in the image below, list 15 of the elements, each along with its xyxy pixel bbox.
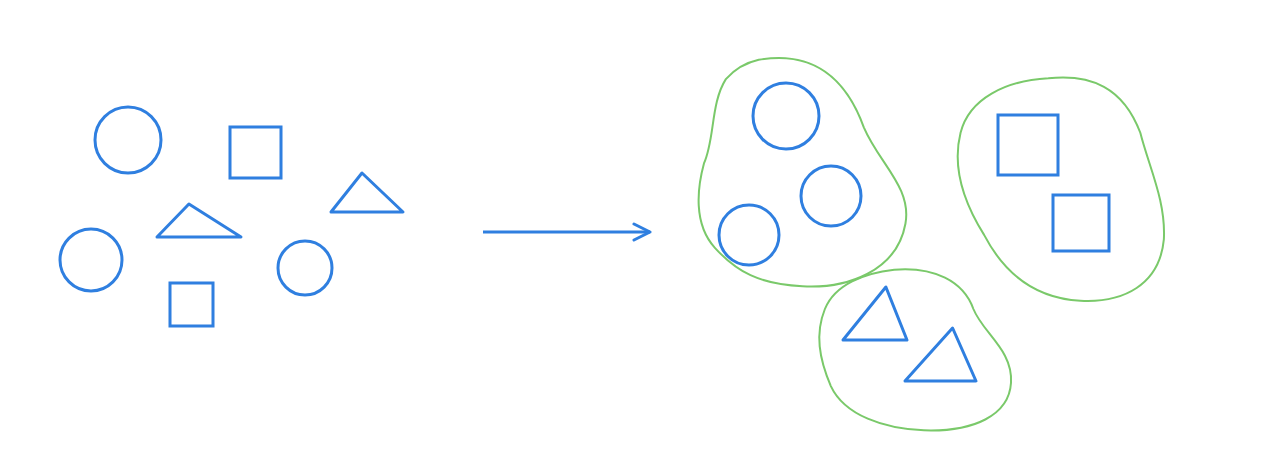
circle — [753, 83, 819, 149]
square — [230, 127, 281, 178]
circle — [801, 166, 861, 226]
circle — [95, 107, 161, 173]
square — [1053, 195, 1109, 251]
triangle — [157, 204, 241, 237]
circle — [278, 241, 332, 295]
triangle — [905, 328, 976, 381]
square — [998, 115, 1058, 175]
square — [170, 283, 213, 326]
triangle — [843, 287, 907, 340]
triangle — [331, 173, 403, 212]
circle — [719, 205, 779, 265]
circle — [60, 229, 122, 291]
cluster-outline — [815, 268, 1013, 432]
